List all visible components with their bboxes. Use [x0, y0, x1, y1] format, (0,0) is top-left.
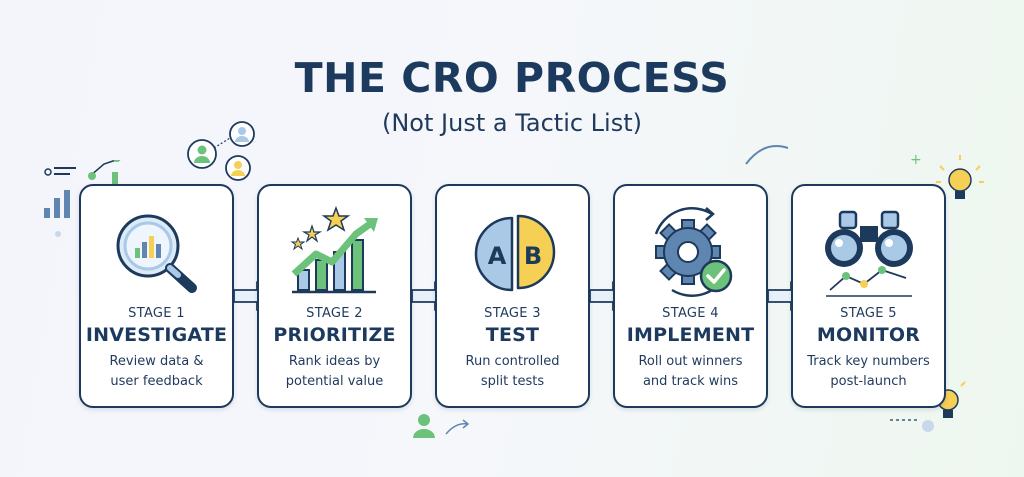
stage-description: Rank ideas by potential value [285, 354, 384, 389]
stage-name: INVESTIGATE [85, 324, 228, 346]
stage-label: STAGE 5 [840, 306, 897, 321]
stage-card-1: STAGE 1 INVESTIGATE Review data & user f… [79, 184, 234, 408]
curved-line-doodle [745, 145, 789, 165]
stage-label: STAGE 4 [662, 306, 719, 321]
stage-name: MONITOR [816, 324, 921, 346]
stage-description: Track key numbers post-launch [807, 354, 930, 389]
magnifier-chart-icon [116, 214, 197, 293]
ab-letter-a: A [488, 242, 507, 270]
stage-name: PRIORITIZE [273, 324, 396, 346]
stage-card-4: STAGE 4 IMPLEMENT Roll out winners and t… [613, 184, 768, 408]
stage-label: STAGE 3 [484, 306, 541, 321]
user-network-icon [187, 121, 255, 181]
gear-check-icon [654, 207, 733, 297]
ab-letter-b: B [524, 242, 542, 270]
stage-name: IMPLEMENT [626, 324, 755, 346]
binoculars-icon [825, 210, 913, 297]
bar-chart-doodle-icon [44, 160, 121, 237]
user-doodle-icon [413, 414, 470, 438]
stage-card-3: A B STAGE 3 TEST Run controlled split te… [435, 184, 590, 408]
stage-card-2: STAGE 2 PRIORITIZE Rank ideas by potenti… [257, 184, 412, 408]
stage-description: Roll out winners and track wins [638, 354, 743, 389]
growth-chart-stars-icon [290, 205, 378, 294]
stage-name: TEST [485, 324, 540, 346]
stage-description: Review data & user feedback [109, 354, 204, 389]
stage-description: Run controlled split tests [465, 354, 560, 389]
stage-label: STAGE 2 [306, 306, 363, 321]
ab-split-icon: A B [474, 214, 556, 292]
stage-label: STAGE 1 [128, 306, 185, 321]
stage-card-5: STAGE 5 MONITOR Track key numbers post-l… [791, 184, 946, 408]
svg-text:+: + [910, 152, 922, 168]
page-subtitle: (Not Just a Tactic List) [381, 109, 642, 137]
lightbulb-icon: + [910, 152, 984, 199]
page-title: THE CRO PROCESS [294, 54, 730, 102]
